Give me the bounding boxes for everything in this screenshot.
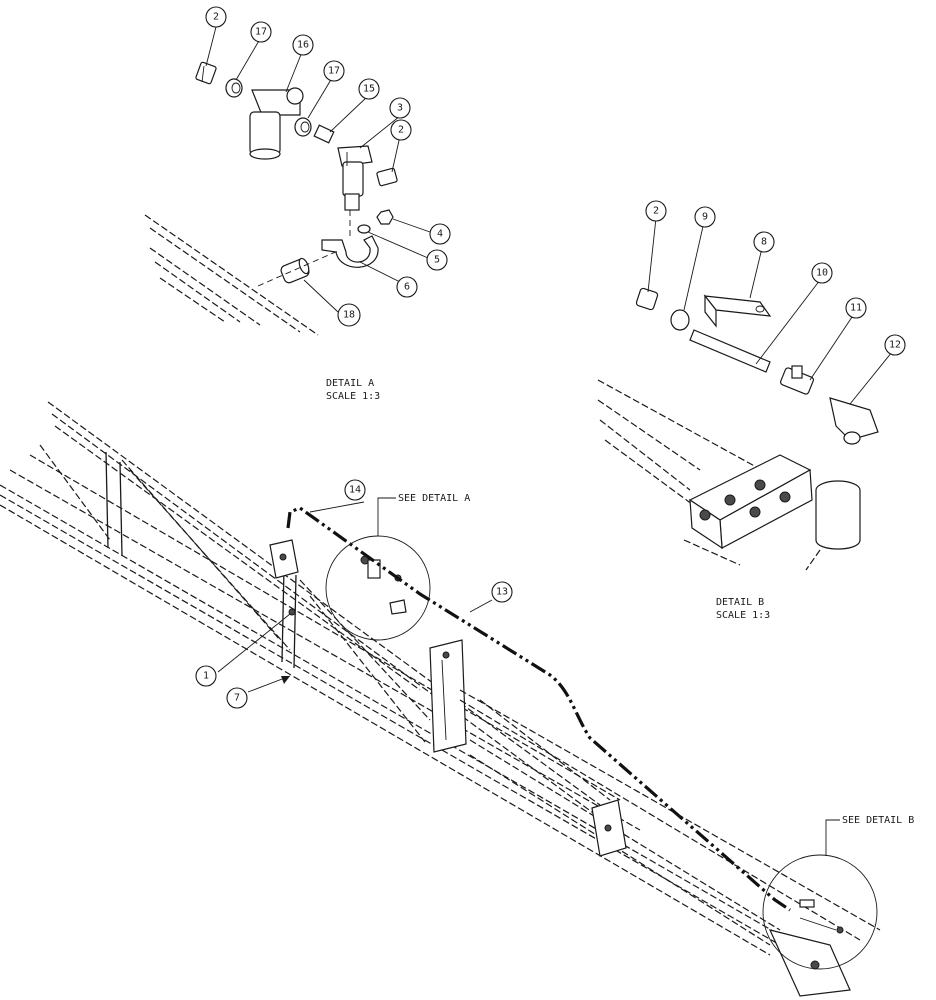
- balloon-a-6: 6: [396, 276, 418, 298]
- balloon-a-17-right: 17: [323, 60, 345, 82]
- balloon-leaders: [205, 26, 893, 693]
- svg-text:7: 7: [234, 693, 240, 704]
- fitting-2-detail-b: [635, 287, 659, 311]
- balloon-a-4: 4: [429, 223, 451, 245]
- svg-text:2: 2: [398, 125, 404, 136]
- detail-b-circle: [762, 854, 878, 970]
- nozzle-body-12: [829, 397, 879, 445]
- balloon-a-2-right: 2: [390, 119, 412, 141]
- svg-text:2: 2: [213, 12, 219, 23]
- svg-text:14: 14: [349, 485, 361, 496]
- svg-text:13: 13: [496, 587, 508, 598]
- svg-text:18: 18: [343, 310, 355, 321]
- svg-text:1: 1: [203, 671, 209, 682]
- balloon-b-12: 12: [884, 334, 906, 356]
- svg-text:8: 8: [761, 237, 767, 248]
- balloon-a-3: 3: [389, 97, 411, 119]
- svg-text:6: 6: [404, 282, 410, 293]
- balloon-b-9: 9: [694, 206, 716, 228]
- detail-a-drawing: [144, 61, 398, 336]
- bracket-8: [703, 294, 772, 328]
- balloon-a-2-left: 2: [205, 6, 227, 28]
- fitting-17-right: [294, 117, 312, 137]
- balloon-a-18: 18: [337, 303, 361, 327]
- detail-a-boom-fragment: [144, 214, 319, 336]
- svg-text:11: 11: [850, 303, 862, 314]
- fitting-15: [313, 124, 335, 144]
- svg-text:9: 9: [702, 212, 708, 223]
- solenoid-valve-3: [337, 145, 373, 211]
- balloon-b-10: 10: [811, 262, 833, 284]
- spacer-18: [280, 257, 310, 284]
- strainer-16: [249, 87, 304, 160]
- balloon-a-16: 16: [292, 34, 314, 56]
- svg-text:10: 10: [816, 268, 828, 279]
- svg-text:16: 16: [297, 40, 309, 51]
- balloon-main-14: 14: [344, 479, 366, 501]
- pipe-10: [689, 329, 771, 373]
- balloon-b-2: 2: [645, 200, 667, 222]
- balloon-b-11: 11: [845, 297, 867, 319]
- fitting-9: [670, 309, 690, 331]
- see-detail-b-label: SEE DETAIL B: [842, 815, 914, 826]
- detail-a-scale: SCALE 1:3: [326, 391, 380, 402]
- balloon-main-13: 13: [491, 581, 513, 603]
- svg-text:15: 15: [363, 84, 375, 95]
- fitting-17-left: [225, 78, 243, 98]
- detail-b-drawing: [597, 287, 879, 571]
- balloon-a-17-left: 17: [250, 21, 272, 43]
- fitting-2-left: [195, 61, 217, 85]
- clamp-6: [321, 235, 379, 268]
- svg-text:5: 5: [434, 255, 440, 266]
- balloon-a-5: 5: [426, 249, 448, 271]
- detail-b-boom-end: [597, 379, 861, 571]
- svg-text:17: 17: [328, 66, 340, 77]
- svg-text:2: 2: [653, 206, 659, 217]
- see-detail-a-label: SEE DETAIL A: [398, 493, 470, 504]
- svg-text:17: 17: [255, 27, 267, 38]
- balloon-main-7: 7: [226, 687, 248, 709]
- fitting-2-right: [376, 167, 398, 187]
- washer-5: [357, 224, 371, 234]
- detail-b-title: DETAIL B: [716, 597, 764, 608]
- svg-text:3: 3: [397, 103, 403, 114]
- hose-13-14: [286, 506, 791, 912]
- balloon-main-1: 1: [195, 665, 217, 687]
- main-boom: [0, 401, 881, 997]
- detail-b-scale: SCALE 1:3: [716, 610, 770, 621]
- tee-11: [780, 365, 814, 395]
- svg-text:12: 12: [889, 340, 901, 351]
- detail-a-title: DETAIL A: [326, 378, 374, 389]
- balloon-b-8: 8: [753, 231, 775, 253]
- svg-text:4: 4: [437, 229, 443, 240]
- balloon-a-15: 15: [358, 78, 380, 100]
- nut-4: [376, 209, 394, 225]
